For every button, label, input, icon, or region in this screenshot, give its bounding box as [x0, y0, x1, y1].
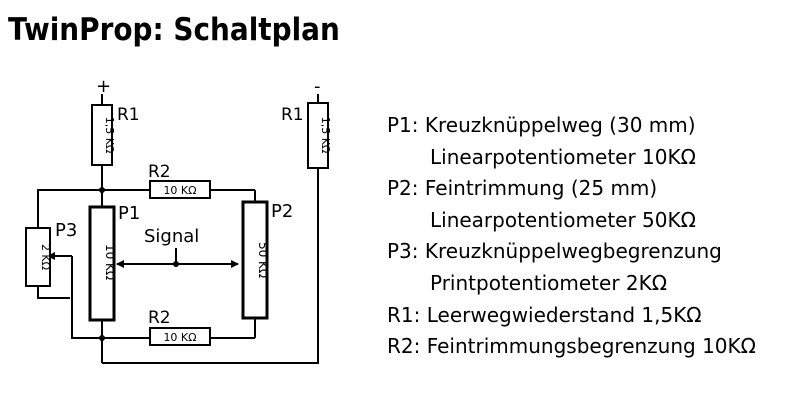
legend-desc: Kreuzknüppelwegbegrenzung: [424, 239, 722, 264]
legend-name: R2:: [387, 334, 421, 359]
p3-value: 2 KΩ: [39, 244, 52, 270]
legend-item-p3: P3: Kreuzknüppelwegbegrenzung: [387, 236, 756, 268]
legend-desc: Feintrimmungsbegrenzung 10KΩ: [426, 334, 756, 359]
plus-terminal: +: [96, 76, 111, 97]
r1-left-resistor: [91, 104, 113, 166]
legend-name: P2:: [387, 176, 419, 201]
circuit-diagram: + - 1,5 KΩ R1 1,5 KΩ R1 10 KΩ R2 10 KΩ R…: [25, 76, 332, 364]
legend-desc: Feintrimmung (25 mm): [424, 176, 658, 201]
legend-item-p1: P1: Kreuzknüppelweg (30 mm): [387, 110, 756, 142]
r1-right-value: 1,5 KΩ: [319, 117, 332, 154]
component-legend: P1: Kreuzknüppelweg (30 mm) Linearpotent…: [387, 110, 756, 363]
minus-terminal: -: [314, 76, 321, 97]
p1-potentiometer: [88, 205, 116, 322]
signal-label: Signal: [144, 226, 199, 247]
legend-name: P3:: [387, 239, 419, 264]
legend-desc: Leerwegwiederstand 1,5KΩ: [426, 302, 702, 327]
p2-label: P2: [271, 201, 293, 222]
p1-value: 10 KΩ: [103, 244, 117, 280]
r1-left-value: 1,5 KΩ: [103, 117, 116, 154]
legend-item-p2: P2: Feintrimmung (25 mm): [387, 173, 756, 205]
r2-bottom-label: R2: [148, 308, 171, 328]
p2-potentiometer: [241, 200, 269, 320]
legend-sub: Linearpotentiometer 50KΩ: [430, 207, 696, 232]
legend-name: P1:: [387, 113, 419, 137]
p3-label: P3: [55, 220, 77, 241]
legend-item-r1: R1: Leerwegwiederstand 1,5KΩ: [387, 300, 756, 332]
legend-name: R1:: [387, 302, 421, 327]
r1-right-label: R1: [281, 105, 304, 125]
circuit-wires: [37, 94, 319, 364]
r1-right-resistor: [307, 102, 329, 169]
legend-item-r2: R2: Feintrimmungsbegrenzung 10KΩ: [387, 331, 756, 363]
legend-sub: Printpotentiometer 2KΩ: [430, 270, 668, 295]
junction-dots: [99, 187, 179, 341]
r2-bottom-value: 10 KΩ: [163, 331, 196, 344]
r2-top-value: 10 KΩ: [163, 184, 196, 197]
r2-bottom-resistor: [149, 327, 211, 346]
p3-potentiometer: [25, 227, 51, 287]
p2-value: 50 KΩ: [256, 242, 270, 278]
page-title: TwinProp: Schaltplan: [8, 12, 340, 48]
p1-label: P1: [118, 203, 140, 224]
r2-top-label: R2: [148, 162, 171, 182]
r1-left-label: R1: [117, 105, 140, 125]
legend-sub: Linearpotentiometer 10KΩ: [430, 144, 696, 169]
legend-desc: Kreuzknüppelweg (30 mm): [424, 113, 696, 137]
r2-top-resistor: [149, 180, 211, 199]
